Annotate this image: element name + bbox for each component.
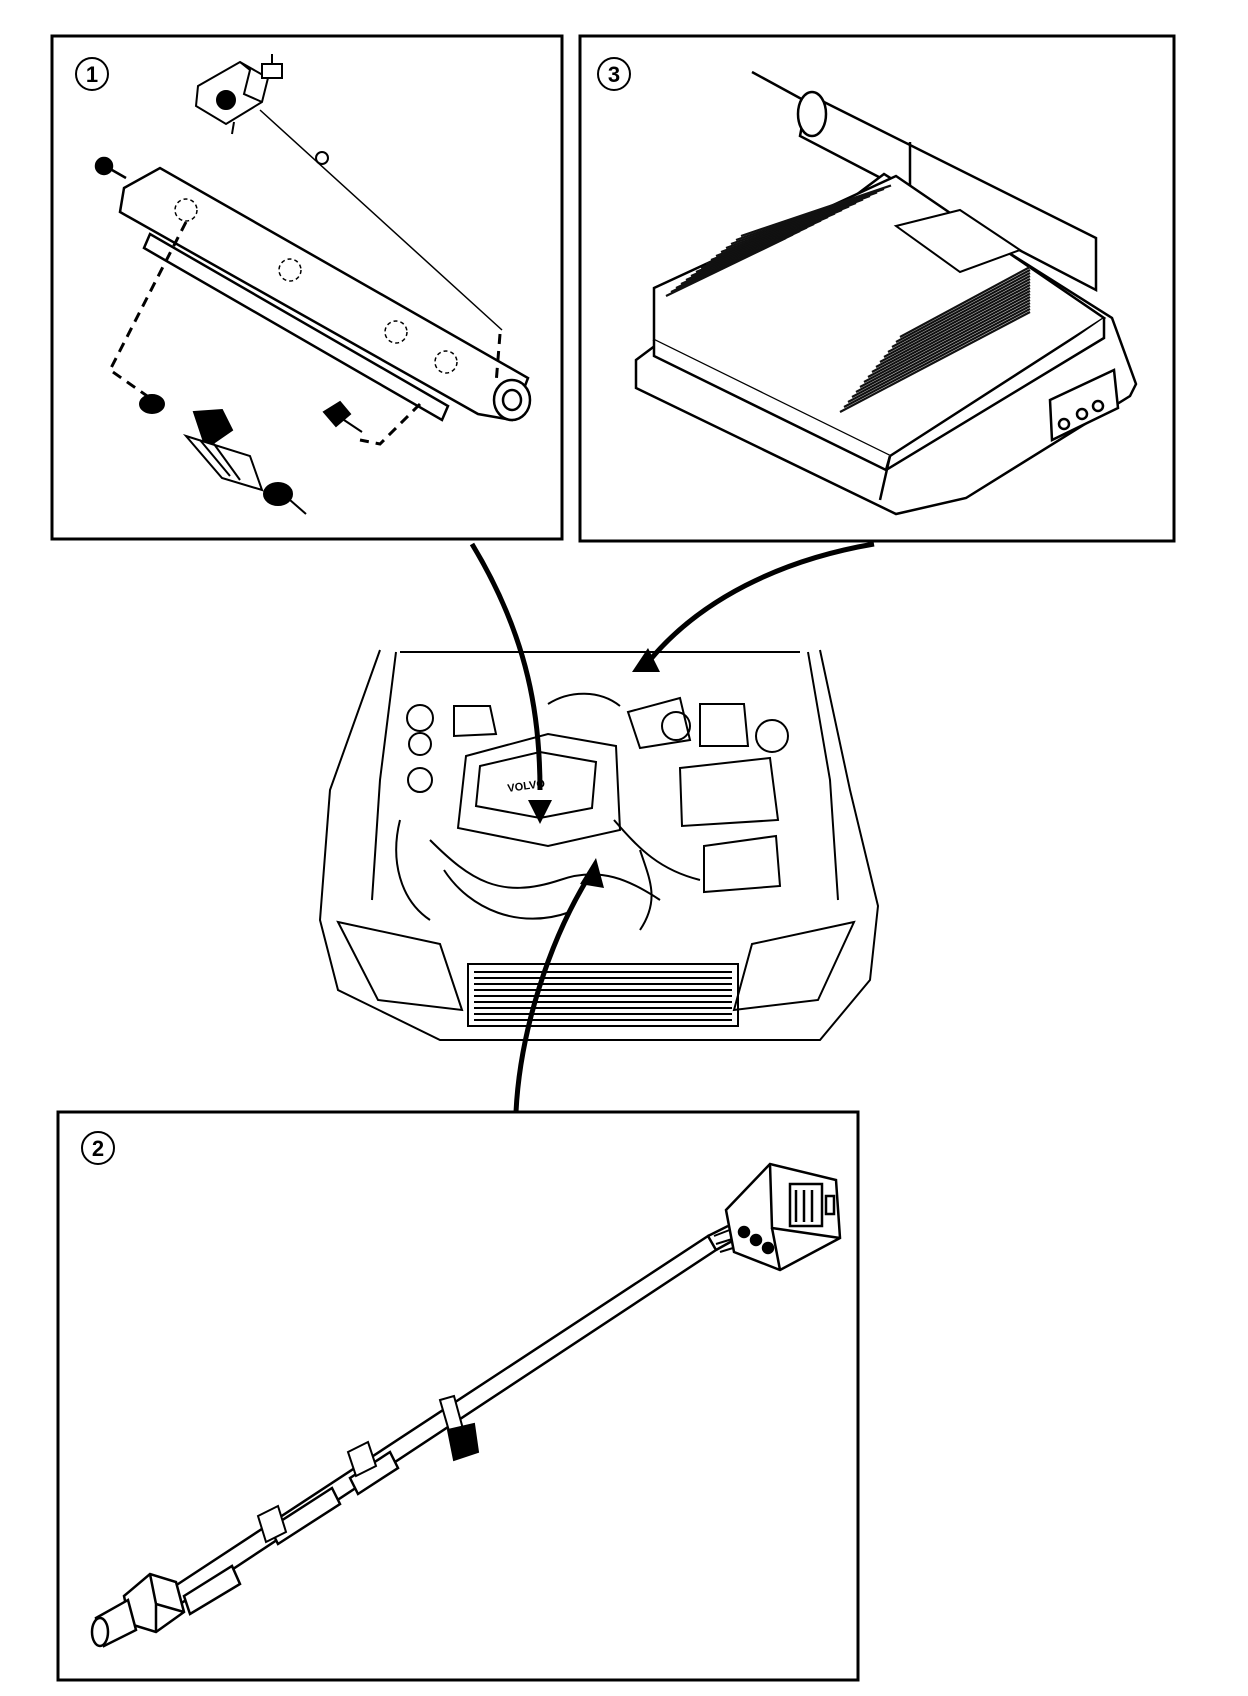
- cooling-fin: [855, 299, 1031, 393]
- panel-control-module: 3: [578, 34, 1176, 543]
- callout-3: 3: [597, 57, 631, 91]
- cooling-fin: [730, 191, 878, 246]
- left-headlight: [336, 920, 464, 1012]
- module-label-plate: [893, 208, 1023, 274]
- engine-bay-view: VOLVO: [318, 649, 880, 1041]
- front-grille: [467, 963, 739, 1027]
- cable-clip: [438, 1394, 480, 1462]
- cooling-fin: [859, 296, 1031, 388]
- leader-regulator: [259, 109, 503, 331]
- fuel-rail-body: [94, 156, 532, 422]
- pointer-arrows: [469, 541, 875, 1113]
- module-cable-tube: [751, 70, 1098, 293]
- module-cooling-fins: [665, 184, 1031, 413]
- pressure-regulator: [194, 54, 283, 135]
- cooling-fin: [735, 187, 885, 242]
- cooling-fin: [843, 308, 1031, 408]
- callout-2: 2: [81, 1131, 115, 1165]
- callout-1: 1: [75, 57, 109, 91]
- arrow-panel-2: [513, 876, 591, 1113]
- panel-fuel-rail: 1: [50, 34, 564, 541]
- engine-components: [395, 692, 789, 931]
- cooling-fin: [887, 275, 1031, 353]
- cooling-fin: [899, 266, 1031, 338]
- assembly-guides: [108, 221, 502, 446]
- panel-lambda-sensor: 2: [56, 1110, 860, 1682]
- cooling-fin: [725, 194, 871, 250]
- cooling-fin: [891, 272, 1031, 348]
- callout-2-label: 2: [92, 1136, 104, 1161]
- cooling-fin: [839, 311, 1031, 413]
- cable-grommets: [256, 1440, 378, 1544]
- arrow-panel-3: [648, 541, 875, 662]
- right-headlight: [732, 920, 856, 1012]
- callout-1-label: 1: [86, 62, 98, 87]
- arrow-panel-1: [469, 542, 543, 791]
- cooling-fin: [863, 293, 1031, 383]
- sensor-cable: [170, 1224, 735, 1606]
- car-body-outline: [318, 649, 880, 1041]
- arrow-heads: [528, 648, 660, 888]
- cooling-fin: [883, 278, 1031, 358]
- fuel-injector: [139, 394, 307, 515]
- cooling-fin: [879, 281, 1031, 363]
- callout-3-label: 3: [608, 62, 620, 87]
- cooling-fin: [740, 184, 892, 238]
- cooling-fin: [875, 284, 1031, 368]
- injector-ports: [174, 198, 458, 374]
- sensor-connector: [724, 1162, 842, 1272]
- cooling-fin: [720, 198, 864, 254]
- cooling-fin: [871, 287, 1031, 373]
- lambda-sensor-head: [90, 1564, 242, 1648]
- cooling-fin: [847, 305, 1031, 403]
- screw-icon: [315, 151, 329, 165]
- cooling-fin: [851, 302, 1031, 398]
- engine-cover-brand: VOLVO: [507, 778, 546, 795]
- cooling-fin: [867, 290, 1031, 378]
- mounting-bolt: [322, 400, 363, 433]
- cooling-fin: [895, 269, 1031, 343]
